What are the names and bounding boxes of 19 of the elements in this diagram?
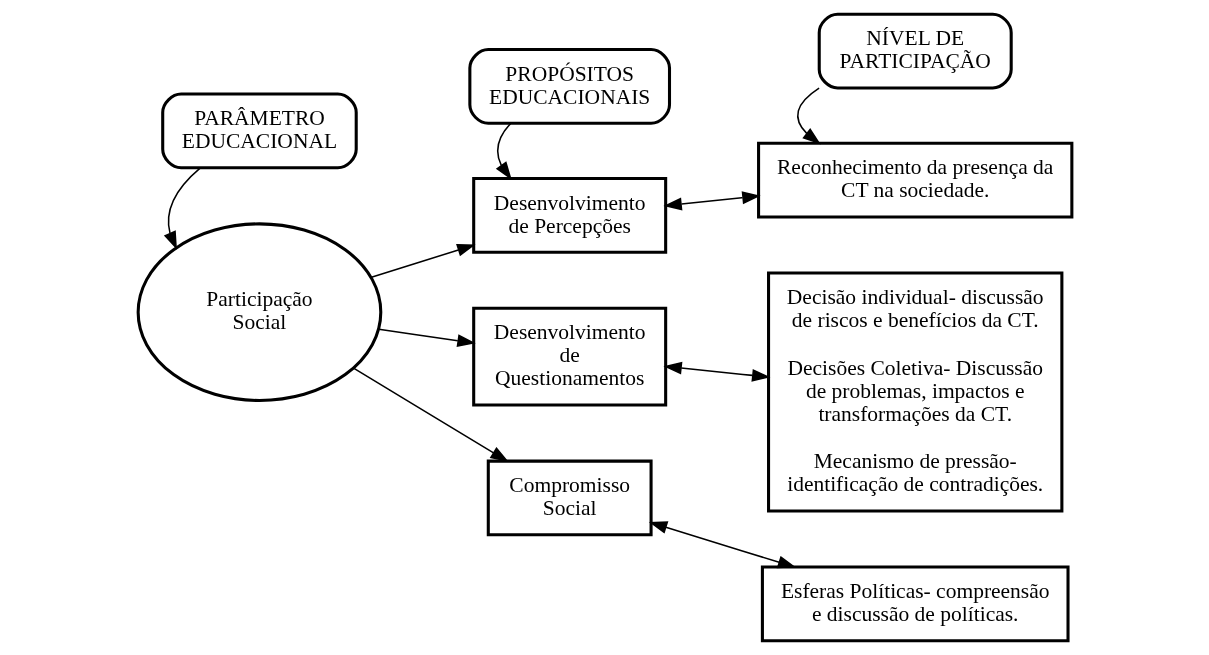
node-box: NÍVEL DE PARTICIPAÇÃO bbox=[817, 12, 1013, 90]
node-box: Esferas Políticas- compreensão e discussão de políticas. bbox=[760, 565, 1070, 643]
node-box: Compromisso Social bbox=[486, 459, 653, 537]
arrow bbox=[352, 367, 509, 463]
node-box: Decisão individual- discussão de riscos e benefícios da CT. Decisões Coletiva- Discussão de problemas, impactos e transformações da CT. Mecanismo de pressão- identificação de contradições. bbox=[766, 271, 1063, 513]
arrow bbox=[377, 328, 476, 348]
arrow bbox=[648, 521, 796, 569]
arrow bbox=[163, 167, 201, 250]
arrow bbox=[662, 191, 761, 211]
node-box: Desenvolvimento de Questionamentos bbox=[471, 306, 667, 407]
node-box: PARÂMETRO EDUCACIONAL bbox=[160, 92, 358, 170]
node-box: Desenvolvimento de Percepções bbox=[471, 177, 667, 254]
node-box: PROPÓSITOS EDUCACIONAIS bbox=[467, 48, 671, 125]
arrow bbox=[662, 361, 770, 382]
node-box: Reconhecimento da presença da CT na sociedade. bbox=[756, 141, 1073, 219]
node-ellipse: Participação Social bbox=[136, 222, 382, 402]
arrow bbox=[796, 87, 821, 145]
arrow bbox=[495, 122, 512, 180]
arrow bbox=[370, 243, 476, 279]
